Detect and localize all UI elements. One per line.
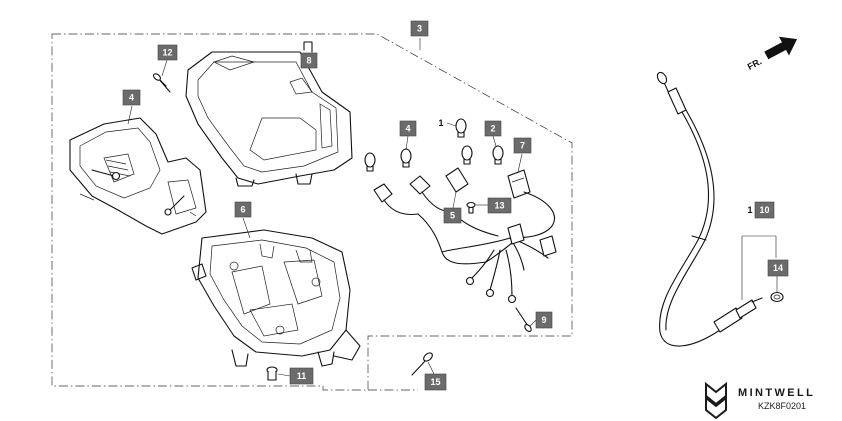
screw-part-13 bbox=[466, 201, 476, 214]
assembly-frame bbox=[51, 33, 573, 391]
callout-10: 1 10 bbox=[747, 201, 775, 219]
screw-part-15 bbox=[411, 352, 433, 376]
callout-4: 4 bbox=[122, 89, 141, 106]
callout-1: 1 bbox=[438, 118, 443, 128]
callout-4b: 4 bbox=[399, 120, 417, 137]
svg-text:7: 7 bbox=[520, 141, 525, 151]
bulb-part-1 bbox=[455, 118, 467, 138]
svg-text:6: 6 bbox=[240, 205, 245, 215]
svg-text:2: 2 bbox=[490, 124, 495, 134]
svg-text:13: 13 bbox=[494, 201, 504, 211]
bulb-lower-mid bbox=[461, 145, 473, 165]
socket-part-5 bbox=[445, 167, 469, 193]
diagram-code: KZK8F0201 bbox=[758, 401, 806, 411]
leader-lines bbox=[127, 38, 778, 377]
svg-text:9: 9 bbox=[541, 315, 546, 325]
svg-text:11: 11 bbox=[297, 371, 307, 381]
callout-6: 6 bbox=[234, 201, 252, 218]
callout-13: 13 bbox=[487, 197, 512, 214]
callout-14: 14 bbox=[767, 259, 789, 277]
callout-11: 11 bbox=[289, 367, 314, 385]
connector-part-7 bbox=[507, 169, 531, 199]
callout-8: 8 bbox=[300, 52, 318, 69]
speedometer-cable-part-10 bbox=[656, 71, 777, 347]
socket-mid bbox=[409, 175, 453, 213]
callout-5: 5 bbox=[443, 207, 462, 224]
bulbs-and-sockets bbox=[364, 118, 531, 216]
svg-text:1: 1 bbox=[438, 118, 443, 128]
svg-text:14: 14 bbox=[773, 263, 783, 273]
meter-face-part-4 bbox=[69, 117, 207, 235]
meter-case-part-6 bbox=[191, 229, 361, 367]
o-ring-part-14 bbox=[770, 291, 784, 303]
wire-harness-part-3 bbox=[417, 191, 557, 304]
meter-cover-part-8 bbox=[185, 41, 353, 187]
callout-9: 9 bbox=[535, 311, 553, 329]
bulb-left bbox=[364, 152, 376, 172]
brand-name: MINTWELL bbox=[738, 387, 815, 399]
brand-mark-icon bbox=[705, 381, 727, 420]
front-direction-indicator: FR. bbox=[746, 36, 798, 72]
screw-part-12 bbox=[152, 73, 171, 93]
callout-2: 2 bbox=[484, 120, 502, 137]
svg-text:FR.: FR. bbox=[746, 56, 763, 72]
svg-text:8: 8 bbox=[306, 56, 311, 66]
svg-text:4: 4 bbox=[129, 93, 134, 103]
svg-text:1: 1 bbox=[747, 205, 752, 215]
callout-3: 3 bbox=[410, 20, 429, 37]
callout-12: 12 bbox=[157, 44, 178, 61]
bulb-part-2 bbox=[492, 145, 504, 165]
callout-7: 7 bbox=[513, 137, 532, 154]
callout-15: 15 bbox=[424, 373, 447, 391]
bulb-part-4-lower bbox=[400, 148, 412, 168]
svg-text:12: 12 bbox=[162, 48, 172, 58]
brand-logo: MINTWELL KZK8F0201 bbox=[705, 381, 815, 420]
svg-text:4: 4 bbox=[405, 124, 410, 134]
screw-part-11 bbox=[266, 366, 278, 381]
bolt-part-9 bbox=[515, 307, 532, 333]
svg-text:3: 3 bbox=[417, 24, 422, 34]
svg-text:5: 5 bbox=[450, 211, 455, 221]
svg-text:15: 15 bbox=[430, 377, 440, 387]
socket-left bbox=[373, 183, 419, 216]
svg-text:10: 10 bbox=[759, 205, 769, 215]
